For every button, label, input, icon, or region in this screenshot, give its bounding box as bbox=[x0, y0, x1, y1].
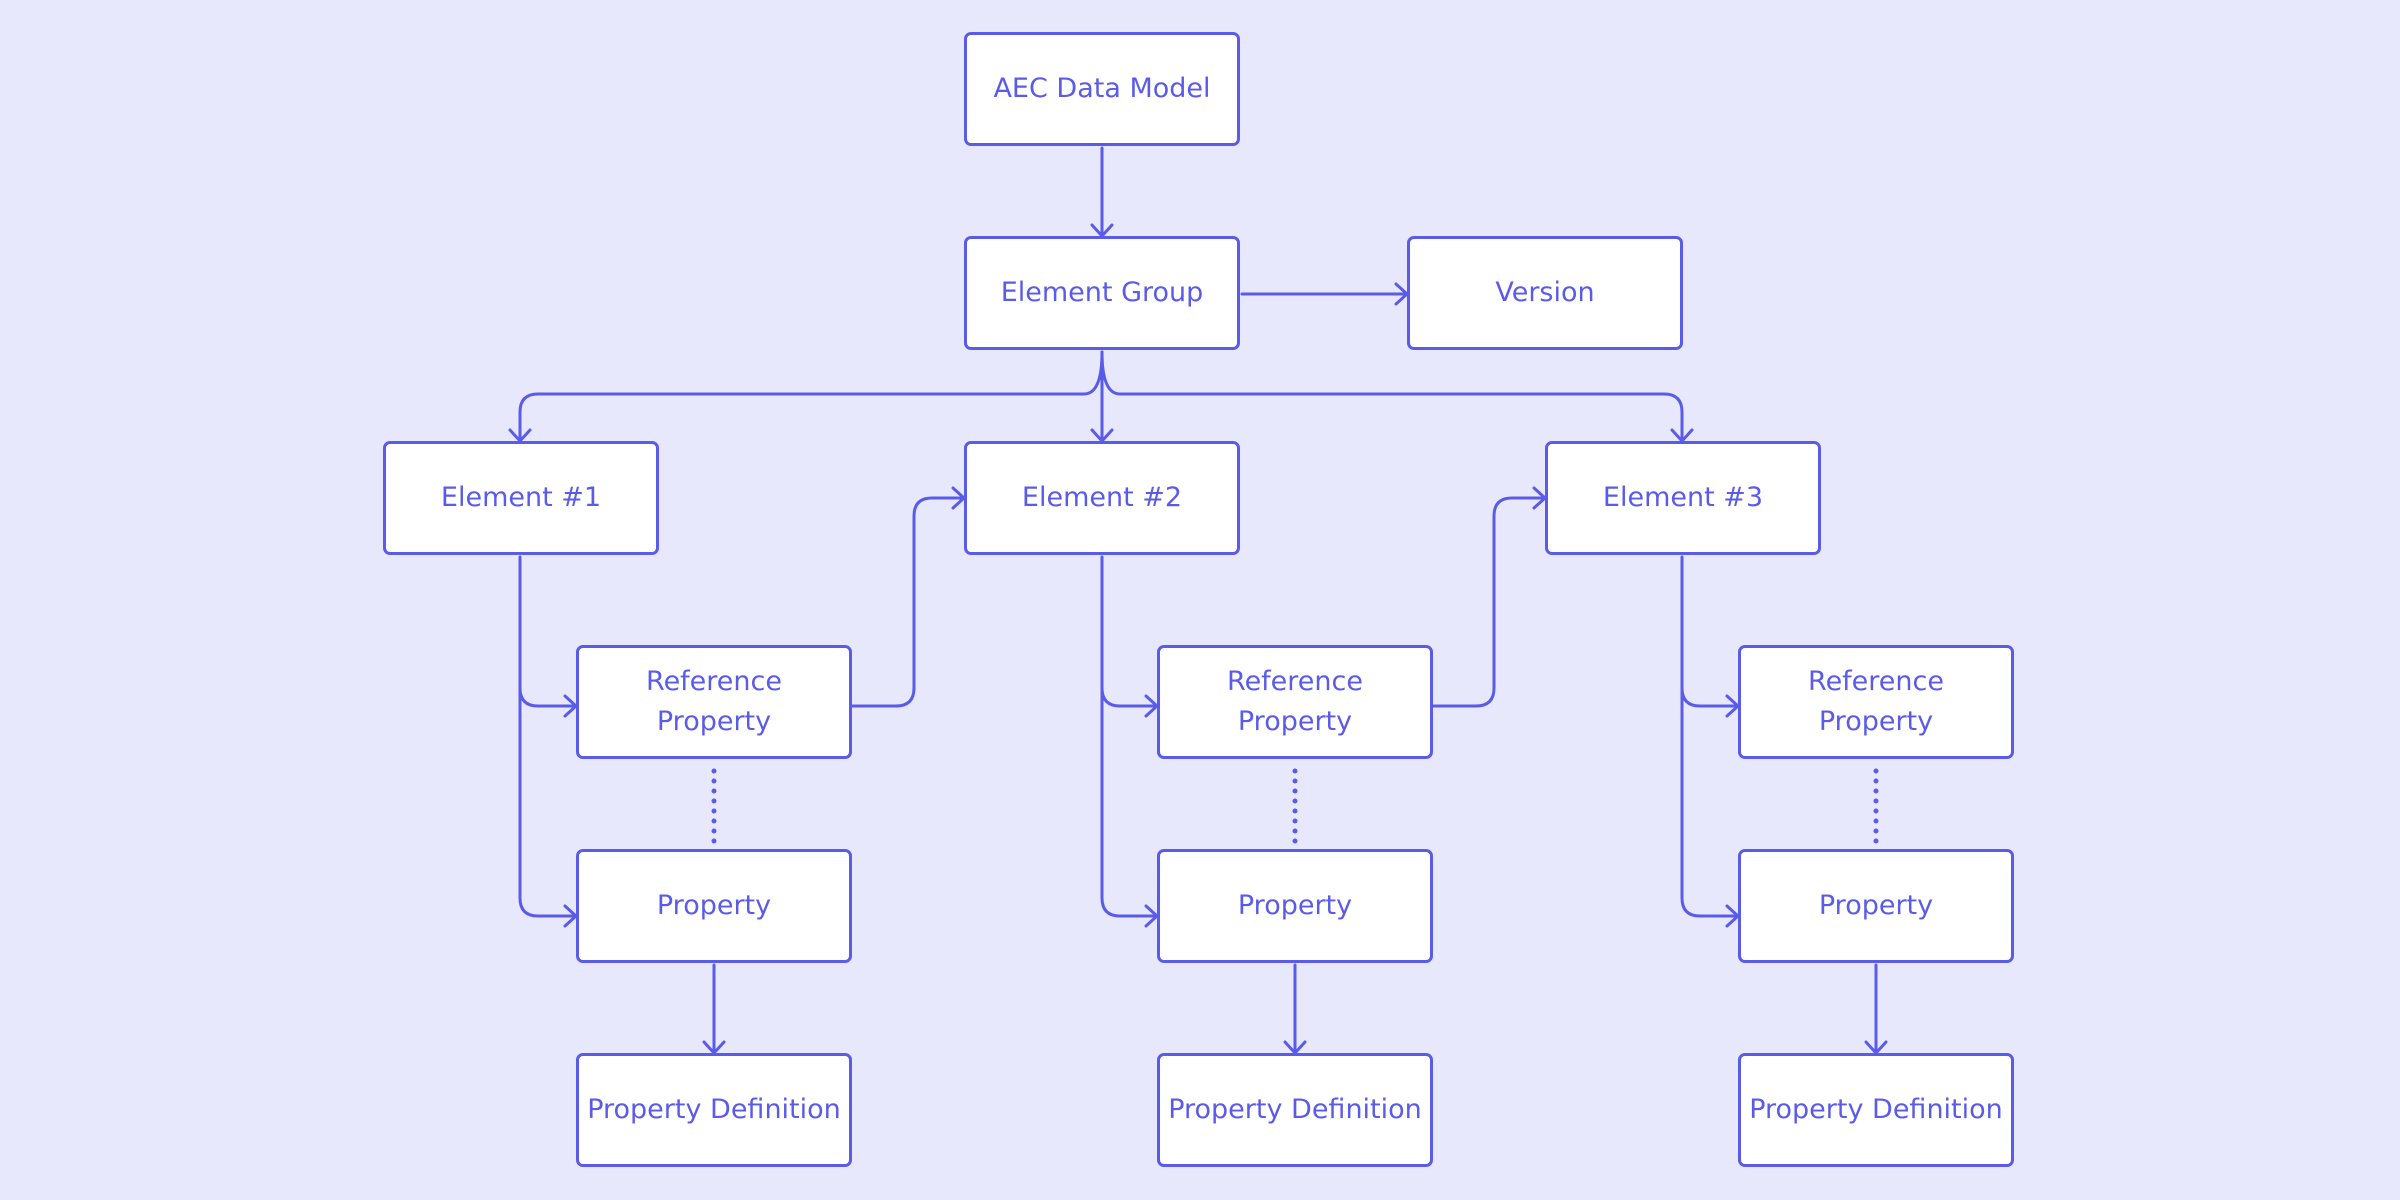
node-element-group: Element Group bbox=[964, 236, 1240, 350]
node-label: Element #1 bbox=[440, 482, 602, 513]
node-label: Property Definition bbox=[1168, 1094, 1422, 1125]
edge-element-group-to-element-3 bbox=[1100, 350, 1684, 443]
edge-element-1-to-property-1 bbox=[518, 555, 578, 918]
node-property-definition-1: Property Definition bbox=[576, 1053, 852, 1167]
node-version: Version bbox=[1407, 236, 1683, 350]
node-reference-property-2: Reference Property bbox=[1157, 645, 1433, 759]
edge-element-group-to-element-1 bbox=[518, 350, 1104, 443]
node-property-definition-3: Property Definition bbox=[1738, 1053, 2014, 1167]
node-label: Element Group bbox=[1000, 277, 1204, 308]
node-label: Element #2 bbox=[1021, 482, 1183, 513]
node-label: Element #3 bbox=[1602, 482, 1764, 513]
node-label: Property bbox=[1237, 890, 1353, 921]
node-reference-property-1: Reference Property bbox=[576, 645, 852, 759]
node-label: Reference Property bbox=[1227, 666, 1363, 737]
edge-element-3-to-reference-property-3 bbox=[1680, 686, 1740, 708]
edge-element-3-to-property-3 bbox=[1680, 555, 1740, 918]
node-property-definition-2: Property Definition bbox=[1157, 1053, 1433, 1167]
edge-element-1-to-reference-property-1 bbox=[518, 686, 578, 708]
edge-element-2-to-reference-property-2 bbox=[1100, 686, 1159, 708]
node-property-2: Property bbox=[1157, 849, 1433, 963]
node-label: Property bbox=[656, 890, 772, 921]
node-reference-property-3: Reference Property bbox=[1738, 645, 2014, 759]
node-label: AEC Data Model bbox=[993, 73, 1211, 104]
node-property-1: Property bbox=[576, 849, 852, 963]
node-label: Property Definition bbox=[1749, 1094, 2003, 1125]
node-element-1: Element #1 bbox=[383, 441, 659, 555]
edge-reference-property-2-to-element-3 bbox=[1431, 496, 1547, 708]
node-element-2: Element #2 bbox=[964, 441, 1240, 555]
node-element-3: Element #3 bbox=[1545, 441, 1821, 555]
node-label: Reference Property bbox=[646, 666, 782, 737]
node-label: Reference Property bbox=[1808, 666, 1944, 737]
node-label: Version bbox=[1495, 277, 1595, 308]
node-label: Property Definition bbox=[587, 1094, 841, 1125]
node-label: Property bbox=[1818, 890, 1934, 921]
node-aec-data-model: AEC Data Model bbox=[964, 32, 1240, 146]
edge-element-2-to-property-2 bbox=[1100, 555, 1159, 918]
node-property-3: Property bbox=[1738, 849, 2014, 963]
edge-reference-property-1-to-element-2 bbox=[850, 496, 966, 708]
